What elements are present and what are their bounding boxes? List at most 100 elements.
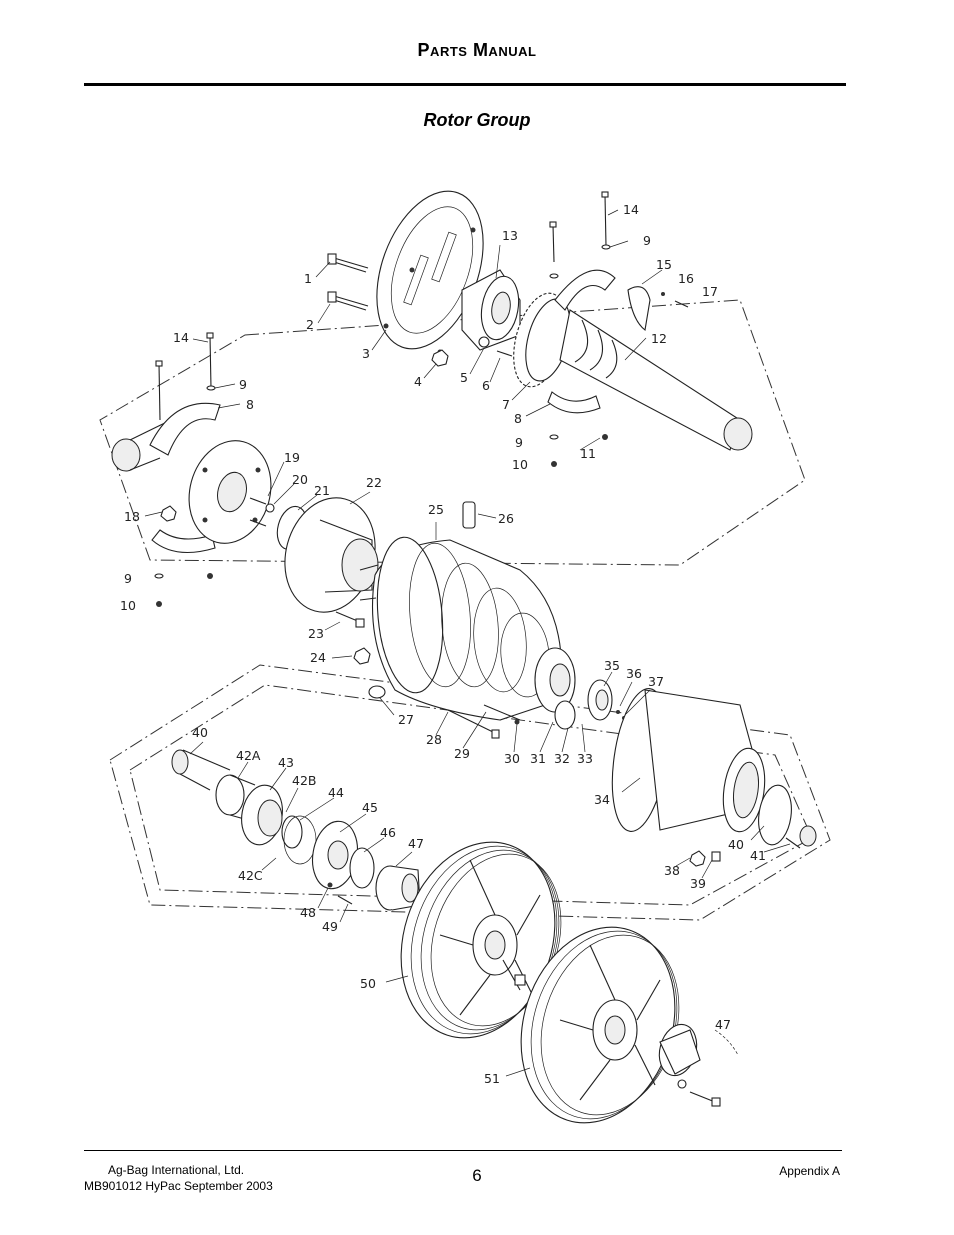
callout-8-left: 8 (246, 397, 254, 412)
washers-nuts-9-10-11 (549, 244, 611, 467)
callout-14-left: 14 (173, 330, 189, 345)
plug-26 (462, 501, 476, 529)
footer-divider (84, 1150, 842, 1151)
bolt-49 (337, 895, 353, 905)
callout-42B: 42B (292, 773, 316, 788)
sheave-51 (520, 926, 680, 1124)
sprocket-7 (513, 292, 571, 388)
bearing-caps-8-top (547, 269, 616, 414)
footer-company: Ag-Bag International, Ltd. (108, 1163, 245, 1177)
bolt-23 (335, 611, 365, 628)
callout-5: 5 (460, 370, 468, 385)
nuts-38-39 (689, 850, 721, 867)
callout-41: 41 (750, 848, 766, 863)
callout-7: 7 (502, 397, 510, 412)
callout-10-mid: 10 (512, 457, 528, 472)
flange-plate-3 (376, 190, 484, 355)
callout-47-upper: 47 (408, 836, 424, 851)
bolts-1-2 (327, 253, 369, 311)
pin-6 (496, 350, 513, 357)
hub-47 (375, 865, 421, 911)
callout-43: 43 (278, 755, 294, 770)
callout-18: 18 (124, 509, 140, 524)
callout-23: 23 (308, 626, 324, 641)
gearbox-25 (359, 536, 576, 721)
callout-40-left: 40 (192, 725, 208, 740)
washers-9-10-left (154, 573, 213, 607)
callout-26: 26 (498, 511, 514, 526)
bolts-14-top (549, 191, 609, 263)
callout-28: 28 (426, 732, 442, 747)
page-number: 6 (472, 1166, 482, 1185)
bearing-housing-13 (461, 269, 521, 351)
callout-9-mid: 9 (515, 435, 523, 450)
callout-45: 45 (362, 800, 378, 815)
bearing-42A (215, 774, 256, 823)
seal-46 (349, 847, 375, 889)
callout-12: 12 (651, 331, 667, 346)
callout-33: 33 (577, 751, 593, 766)
callout-37: 37 (648, 674, 664, 689)
callout-9-bottom: 9 (124, 571, 132, 586)
nut-5 (478, 336, 490, 348)
callout-48: 48 (300, 905, 316, 920)
section-title: Rotor Group (423, 110, 531, 130)
flange-41 (758, 784, 817, 849)
coupling-30-35 (514, 679, 626, 730)
bearing-caps-8-left (149, 402, 221, 553)
bolts-19-20 (249, 497, 275, 527)
callout-19: 19 (284, 450, 300, 465)
callout-44: 44 (328, 785, 344, 800)
callout-25: 25 (428, 502, 444, 517)
callout-20: 20 (292, 472, 308, 487)
header-divider (84, 83, 846, 86)
bearing-43-42B-42C (241, 784, 317, 865)
page-header-title: Parts Manual (417, 40, 537, 60)
callout-42A: 42A (236, 748, 261, 763)
callout-15: 15 (656, 257, 672, 272)
footer-appendix: Appendix A (779, 1164, 840, 1178)
callout-21: 21 (314, 483, 330, 498)
nut-18 (160, 505, 177, 522)
callout-35: 35 (604, 658, 620, 673)
callout-3: 3 (362, 346, 370, 361)
callout-40-right: 40 (728, 837, 744, 852)
leader-lines (144, 209, 791, 1077)
callout-50: 50 (360, 976, 376, 991)
shim-15 (627, 286, 651, 331)
callout-6: 6 (482, 378, 490, 393)
callout-4: 4 (414, 374, 422, 389)
nut-24 (353, 647, 371, 665)
adapter-flange-22 (284, 497, 379, 613)
lower-group-outline (109, 664, 831, 921)
hub-47-lower (658, 1023, 721, 1107)
callout-49: 49 (322, 919, 338, 934)
callout-46: 46 (380, 825, 396, 840)
rotor-shaft-12 (559, 309, 753, 451)
callout-9-left: 9 (239, 377, 247, 392)
callout-47-lower: 47 (715, 1017, 731, 1032)
upper-group-outline (99, 299, 806, 566)
callout-30: 30 (504, 751, 520, 766)
callout-24: 24 (310, 650, 326, 665)
callout-38: 38 (664, 863, 680, 878)
cover-45 (311, 820, 359, 890)
callout-27: 27 (398, 712, 414, 727)
callout-31: 31 (530, 751, 546, 766)
callout-9-top: 9 (643, 233, 651, 248)
callout-32: 32 (554, 751, 570, 766)
small-hardware-16-17 (661, 292, 689, 308)
callout-36: 36 (626, 666, 642, 681)
sheave-50 (400, 841, 562, 1039)
callout-22: 22 (366, 475, 382, 490)
callout-16: 16 (678, 271, 694, 286)
callout-42C: 42C (238, 868, 263, 883)
left-shaft-end (111, 417, 176, 472)
nut-4 (431, 349, 449, 367)
callout-14-top: 14 (623, 202, 639, 217)
plug-27 (368, 685, 386, 699)
callout-29: 29 (454, 746, 470, 761)
callout-34: 34 (594, 792, 610, 807)
callout-labels: 1 2 3 4 5 6 7 8 8 9 9 9 9 10 10 11 12 13… (120, 202, 766, 1086)
